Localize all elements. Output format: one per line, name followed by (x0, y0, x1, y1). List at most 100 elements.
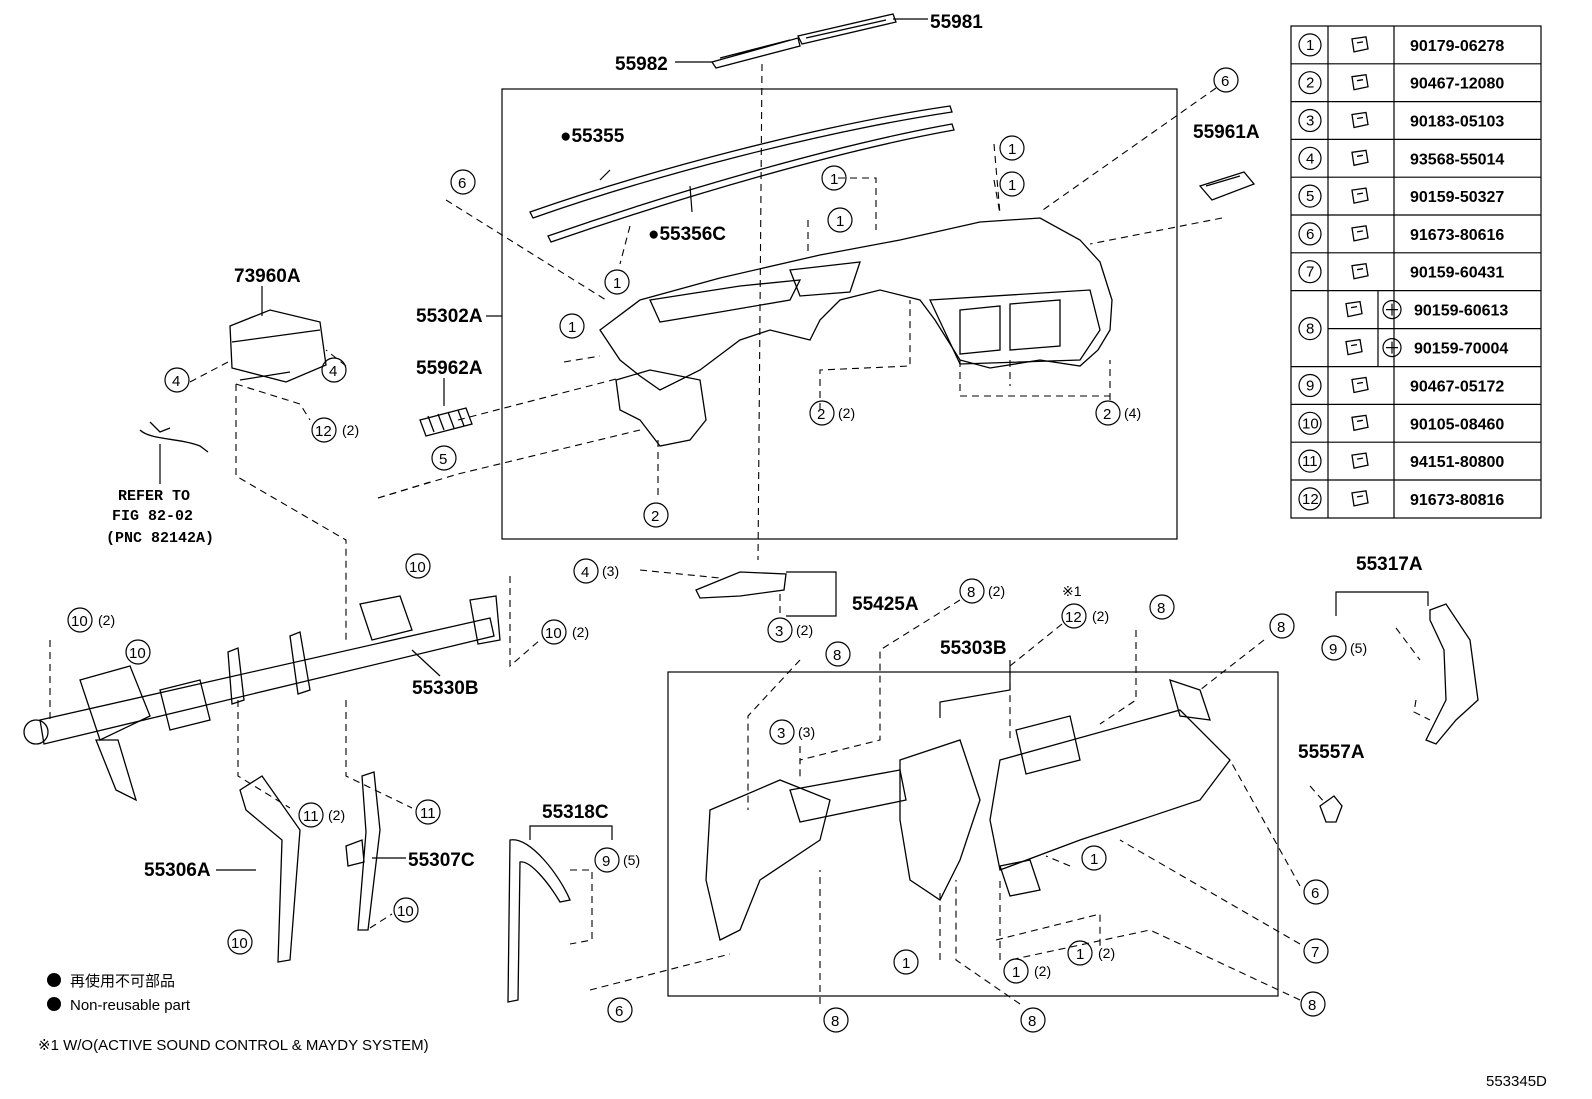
callout-4: 4 (321, 357, 347, 383)
dashboard-panel-box (501, 88, 1178, 540)
svg-text:5: 5 (439, 451, 447, 468)
qty-label: (4) (1124, 405, 1141, 421)
wire-harness-part (139, 421, 209, 484)
fastener-part-number: 91673-80616 (1410, 227, 1504, 244)
qty-label: (2) (342, 422, 359, 438)
fastener-number: 3 (1306, 113, 1314, 130)
svg-text:1: 1 (1076, 946, 1084, 963)
qty-label: (2) (1098, 945, 1115, 961)
qty-label: (2) (1092, 608, 1109, 624)
fastener-number: 8 (1306, 321, 1314, 338)
footnote: ※1 W/O(ACTIVE SOUND CONTROL & MAYDY SYST… (38, 1037, 429, 1054)
part-label-73960a: 73960A (234, 266, 301, 287)
svg-text:11: 11 (420, 805, 436, 822)
svg-text:8: 8 (967, 584, 975, 601)
callout-10: 10 (541, 619, 567, 645)
svg-text:6: 6 (1221, 73, 1229, 90)
callout-6: 6 (607, 997, 633, 1023)
fastener-number-circle (1298, 108, 1322, 133)
svg-text:2: 2 (817, 406, 825, 423)
qty-label: (3) (602, 563, 619, 579)
fastener-number: 6 (1306, 226, 1314, 243)
part-label-55981: 55981 (930, 12, 983, 33)
fastener-number-circle (1298, 184, 1322, 208)
svg-text:10: 10 (71, 613, 88, 630)
fastener-number-circle (1298, 146, 1322, 170)
callout-12: 12 (311, 417, 337, 443)
callout-1: 1 (1003, 958, 1029, 984)
svg-text:10: 10 (545, 625, 562, 642)
svg-text:8: 8 (1277, 619, 1285, 636)
fastener-row: 3 90183-05103 (1291, 100, 1541, 133)
svg-text:7: 7 (1311, 944, 1319, 961)
fastener-number-circle (1298, 411, 1322, 435)
fastener-number-circle (1298, 260, 1322, 284)
svg-text:2: 2 (651, 508, 659, 525)
callout-1: 1 (827, 207, 853, 233)
svg-text:1: 1 (830, 171, 838, 188)
qty-label: (2) (988, 583, 1005, 599)
part-label-55356c: ●55356C (648, 224, 726, 245)
part-label-55355: ●55355 (560, 126, 625, 147)
svg-text:10: 10 (129, 645, 146, 662)
callout-10: 10 (405, 553, 431, 579)
qty-label: (5) (1350, 640, 1367, 656)
refer-note-line2: FIG 82-02 (112, 508, 193, 525)
legend-jp: 再使用不可部品 (70, 973, 175, 990)
fastener-number: 9 (1306, 378, 1314, 395)
callout-12: 12 (1061, 603, 1087, 629)
callout-3: 3 (767, 617, 793, 643)
svg-text:8: 8 (831, 1013, 839, 1030)
svg-text:8: 8 (833, 647, 841, 664)
qty-label: (2) (328, 807, 345, 823)
callout-6: 6 (1213, 67, 1239, 93)
defroster-nozzle-part (675, 13, 928, 561)
svg-text:1: 1 (1008, 141, 1016, 158)
part-label-55330b: 55330B (412, 678, 479, 699)
callout-1: 1 (604, 269, 630, 295)
fastener-part-number: 94151-80800 (1410, 454, 1504, 471)
callout-1: 1 (559, 313, 585, 339)
fastener-part-number: 90183-05103 (1410, 114, 1504, 131)
fastener-row: 5 90159-50327 (1291, 176, 1541, 208)
callout-2: 2 (1095, 400, 1121, 426)
callout-7: 7 (1303, 938, 1329, 964)
callout-9: 9 (1321, 635, 1347, 661)
callout-markers: 6 6 1 1 1 1 1 1 4 4 12 5 2 2 2 4 3 10 10… (67, 67, 1347, 1033)
part-label-55982: 55982 (615, 54, 668, 75)
part-label-55962a: 55962A (416, 358, 483, 379)
fastener-part-number: 90467-05172 (1410, 379, 1504, 396)
fastener-number: 5 (1306, 188, 1314, 205)
fastener-part-number: 90159-50327 (1410, 189, 1504, 206)
svg-text:2: 2 (1103, 406, 1111, 423)
callout-3: 3 (769, 719, 795, 745)
fastener-number-circle (1298, 317, 1322, 341)
fastener-number: 7 (1306, 264, 1314, 281)
svg-text:11: 11 (303, 808, 319, 825)
legend-en: Non-reusable part (70, 997, 191, 1014)
refer-note-line1: REFER TO (118, 488, 190, 505)
svg-text:10: 10 (409, 559, 426, 576)
fastener-number: 1 (1306, 37, 1314, 54)
fastener-icon (1351, 149, 1369, 167)
svg-text:4: 4 (581, 564, 589, 581)
panel-55317a (1335, 591, 1479, 745)
callout-10: 10 (227, 929, 253, 955)
callout-9: 9 (594, 847, 620, 873)
part-label-55306a: 55306A (144, 860, 211, 881)
bracket-55425a (695, 571, 837, 617)
svg-text:10: 10 (397, 903, 414, 920)
fastener-part-number: 90159-60613 (1414, 303, 1508, 320)
fastener-number: 10 (1302, 415, 1319, 432)
callout-11: 11 (298, 802, 324, 828)
part-label-55961a: 55961A (1193, 122, 1260, 143)
fastener-part-number: 93568-55014 (1410, 151, 1504, 168)
module-73960a (229, 286, 327, 383)
svg-text:6: 6 (1311, 885, 1319, 902)
svg-text:9: 9 (602, 853, 610, 870)
svg-text:1: 1 (1090, 851, 1098, 868)
svg-text:1: 1 (568, 319, 576, 336)
fastener-row: 6 91673-80616 (1291, 214, 1541, 246)
